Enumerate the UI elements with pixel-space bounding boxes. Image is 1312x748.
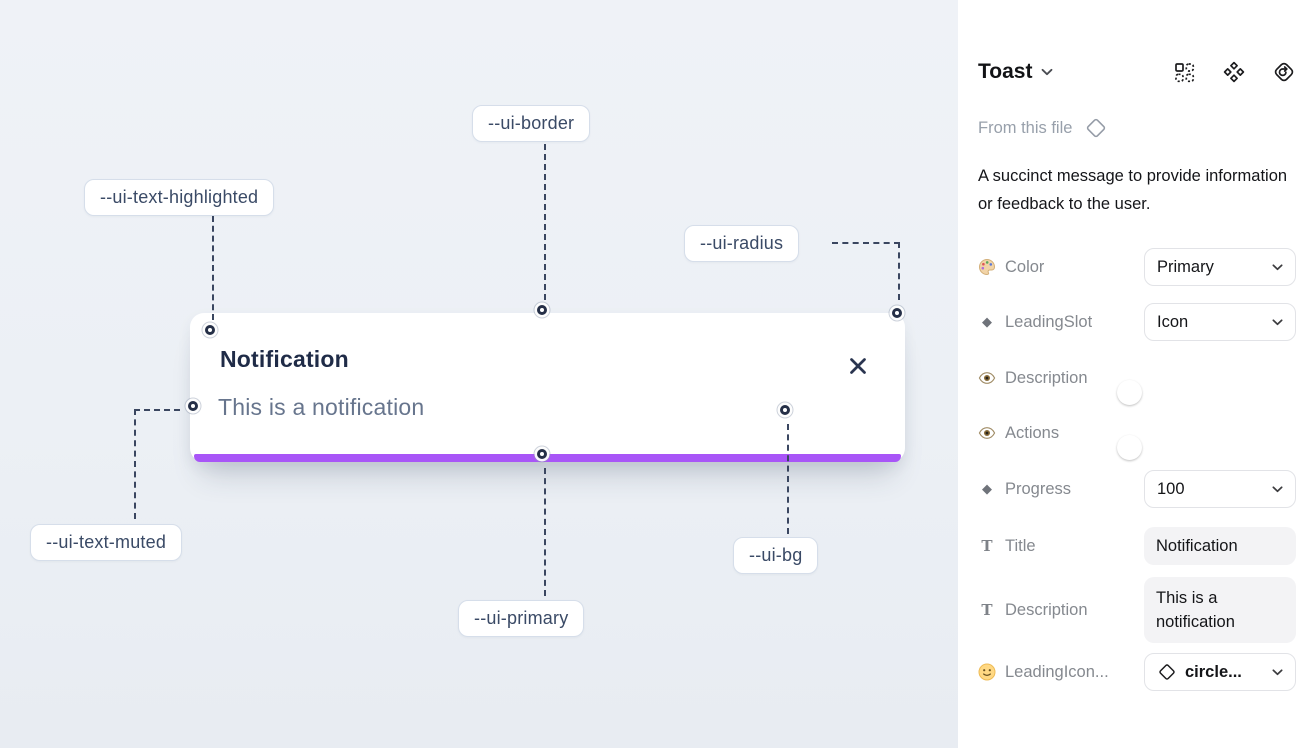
prop-label: LeadingSlot [1005, 312, 1093, 331]
anchor-dot-border[interactable] [537, 305, 547, 315]
var-label-ui-radius[interactable]: --ui-radius [684, 225, 800, 262]
leadingicon-select[interactable]: circle... [1144, 653, 1296, 691]
leadingslot-select[interactable]: Icon [1144, 303, 1296, 341]
prop-row-description-text: T Description This is a notification [978, 577, 1296, 643]
prop-label: Title [1005, 536, 1036, 555]
component-name: Toast [978, 60, 1033, 83]
connector-ui-primary [544, 468, 546, 596]
prop-row-title: T Title Notification [978, 527, 1296, 565]
connector-ui-text-highlighted [212, 216, 214, 320]
connector-ui-text-muted [134, 409, 180, 519]
prop-row-progress: ◆ Progress 100 [978, 470, 1296, 508]
prop-row-leadingslot: ◆ LeadingSlot Icon [978, 303, 1296, 341]
connector-ui-border [544, 144, 546, 300]
palette-icon [978, 258, 996, 276]
diamond-icon: ◆ [982, 314, 992, 330]
toast-component[interactable]: Notification This is a notification [190, 313, 905, 462]
prop-label: Actions [1005, 423, 1060, 442]
prop-label: LeadingIcon... [1005, 662, 1109, 681]
anchor-dot-primary[interactable] [537, 449, 547, 459]
toast-title: Notification [220, 346, 349, 372]
smiley-icon [978, 663, 996, 681]
description-input[interactable]: This is a notification [1144, 577, 1296, 643]
toast-description: This is a notification [218, 394, 425, 420]
anchor-dot-bg[interactable] [780, 405, 790, 415]
prop-row-description-toggle: Description [978, 359, 1296, 405]
prop-row-leadingicon: LeadingIcon... circle... [978, 652, 1296, 692]
swap-instance-icon[interactable] [1272, 60, 1296, 84]
chevron-down-icon [1272, 318, 1283, 326]
chevron-down-icon [1272, 668, 1283, 676]
var-label-ui-text-muted[interactable]: --ui-text-muted [30, 524, 183, 561]
prop-row-color: Color Primary [978, 248, 1296, 286]
var-label-ui-primary[interactable]: --ui-primary [458, 600, 585, 637]
anchor-dot-radius[interactable] [892, 308, 902, 318]
text-icon: T [981, 537, 993, 555]
component-description: A succinct message to provide informatio… [978, 167, 1288, 213]
prop-label: Description [1005, 600, 1088, 619]
prop-row-actions-toggle: Actions [978, 414, 1296, 460]
close-icon[interactable] [847, 355, 869, 377]
eye-icon [978, 371, 996, 385]
diamond-outline-icon [1084, 116, 1108, 140]
anchor-dot-text-muted[interactable] [188, 401, 198, 411]
var-label-ui-bg[interactable]: --ui-bg [733, 537, 819, 574]
properties-panel: Toast [958, 0, 1312, 748]
diamond-outline-icon [1157, 662, 1177, 682]
eye-icon [978, 426, 996, 440]
progress-select[interactable]: 100 [1144, 470, 1296, 508]
prop-label: Progress [1005, 479, 1072, 498]
chevron-down-icon[interactable] [1041, 68, 1053, 76]
prop-label: Color [1005, 257, 1045, 276]
source-label: From this file [978, 118, 1073, 137]
instance-grid-icon[interactable] [1172, 60, 1196, 84]
source-row: From this file [978, 116, 1108, 140]
panel-header: Toast [978, 56, 1296, 88]
text-icon: T [981, 601, 993, 619]
component-icon[interactable] [1222, 60, 1246, 84]
title-input[interactable]: Notification [1144, 527, 1296, 565]
color-select[interactable]: Primary [1144, 248, 1296, 286]
anchor-dot-text-highlighted[interactable] [205, 325, 215, 335]
chevron-down-icon [1272, 485, 1283, 493]
toast-progress-bar [194, 454, 901, 462]
diamond-icon: ◆ [982, 481, 992, 497]
chevron-down-icon [1272, 263, 1283, 271]
canvas: Notification This is a notification --ui… [0, 0, 958, 748]
connector-ui-radius [832, 242, 900, 300]
connector-ui-bg [787, 424, 789, 534]
var-label-ui-border[interactable]: --ui-border [472, 105, 591, 142]
prop-label: Description [1005, 368, 1088, 387]
var-label-ui-text-highlighted[interactable]: --ui-text-highlighted [84, 179, 275, 216]
